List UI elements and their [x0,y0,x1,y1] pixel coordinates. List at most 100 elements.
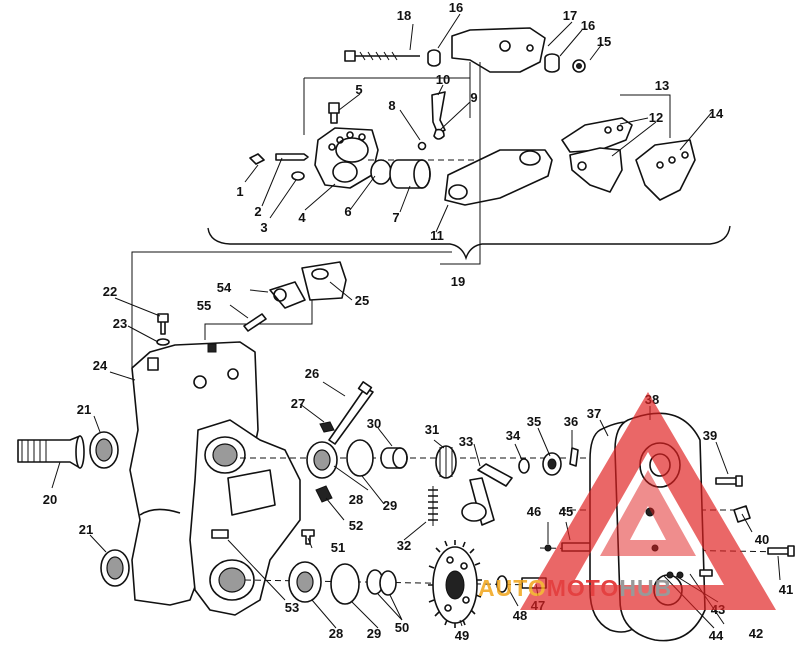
callout-1: 1 [236,184,243,199]
watermark-triangle-icon [520,392,776,610]
part-21-seal-bottom [100,549,130,587]
callout-14: 14 [709,106,724,121]
callout-25: 25 [355,293,369,308]
part-51-plug [301,529,315,545]
part-39-screw [715,475,743,487]
callout-17: 17 [563,8,577,23]
part-23-washer [156,338,170,346]
callout-28-bottom: 28 [329,626,343,641]
callout-53: 53 [285,600,299,615]
callout-13: 13 [655,78,669,93]
part-52-plug [315,485,333,503]
part-54-fitting [269,281,306,309]
callout-36: 36 [564,414,578,429]
callout-51: 51 [331,540,345,555]
part-32-spring [428,486,438,526]
part-11-arm [444,149,553,206]
callout-10: 10 [436,72,450,87]
part-27-nut [319,421,335,433]
callout-2: 2 [254,204,261,219]
part-36-pin [569,447,579,467]
part-20-shaft [17,435,85,469]
callout-5: 5 [355,82,362,97]
part-29-ring-bottom [330,563,360,605]
part-16-bushing-right [544,53,560,73]
callout-45: 45 [559,504,573,519]
callouts: 1 2 3 4 5 6 7 8 9 10 11 12 13 14 15 16 1… [43,0,793,643]
part-28-bearing-bottom [288,561,322,603]
part-10-link [431,91,446,135]
left-housing [17,251,452,616]
callout-40: 40 [755,532,769,547]
part-50-bushings [366,569,397,596]
callout-6: 6 [344,204,351,219]
part-29-ring-top [346,439,374,477]
callout-44: 44 [709,628,724,643]
part-25-bracket [301,261,347,301]
callout-21-bottom: 21 [79,522,93,537]
callout-23: 23 [113,316,127,331]
part-2-pin [275,153,309,161]
watermark-text-moto: MOTO [547,575,620,601]
callout-41: 41 [779,582,793,597]
part-18-bolt [344,50,420,62]
part-30-bushing [380,447,408,469]
callout-29-top: 29 [383,498,397,513]
center-parts [240,381,791,628]
callout-42: 42 [749,626,763,641]
callout-20: 20 [43,492,57,507]
callout-33: 33 [459,434,473,449]
callout-27: 27 [291,396,305,411]
callout-34: 34 [506,428,521,443]
part-9-clip [433,128,445,140]
top-assembly [207,27,731,265]
part-49-sprocket [428,540,482,628]
callout-9: 9 [470,90,477,105]
callout-24: 24 [93,358,108,373]
callout-37: 37 [587,406,601,421]
callout-21-top: 21 [77,402,91,417]
part-46-washer [544,544,552,552]
callout-52: 52 [349,518,363,533]
part-43-washer [666,571,674,579]
callout-35: 35 [527,414,541,429]
part-21-seal-top [89,431,119,469]
part-5-screw [328,102,340,124]
part-17-bracket [451,27,546,73]
callout-49: 49 [455,628,469,643]
part-13-plate [561,117,633,153]
part-28-bearing-top [306,441,338,479]
part-41-screw [767,545,795,557]
part-26-bolt [328,381,374,445]
watermark-text-hub: HUB [619,575,672,601]
callout-39: 39 [703,428,717,443]
watermark-logo: AUTOMOTOHUB [478,392,776,610]
part-55-screw [243,313,267,332]
part-48-washer [496,575,508,593]
part-33-arm [461,463,513,526]
callout-3: 3 [260,220,267,235]
callout-31: 31 [425,422,439,437]
callout-48: 48 [513,608,527,623]
callout-16-left: 16 [449,0,463,15]
watermark-text-auto: AUTO [478,575,547,601]
callout-54: 54 [217,280,232,295]
part-31-gear [435,445,457,479]
part-3-spacer [291,171,305,181]
callout-8: 8 [388,98,395,113]
callout-11: 11 [430,228,444,243]
callout-16-right: 16 [581,18,595,33]
callout-19: 19 [451,274,465,289]
svg-text:AUTOMOTOHUB: AUTOMOTOHUB [478,575,672,601]
callout-18: 18 [397,8,411,23]
callout-55: 55 [197,298,211,313]
callout-30: 30 [367,416,381,431]
callout-26: 26 [305,366,319,381]
part-1-clip [249,153,265,165]
callout-7: 7 [392,210,399,225]
part-7-sleeve [389,159,431,189]
callout-29-bottom: 29 [367,626,381,641]
part-42-bolt [699,569,713,577]
callout-50: 50 [395,620,409,635]
